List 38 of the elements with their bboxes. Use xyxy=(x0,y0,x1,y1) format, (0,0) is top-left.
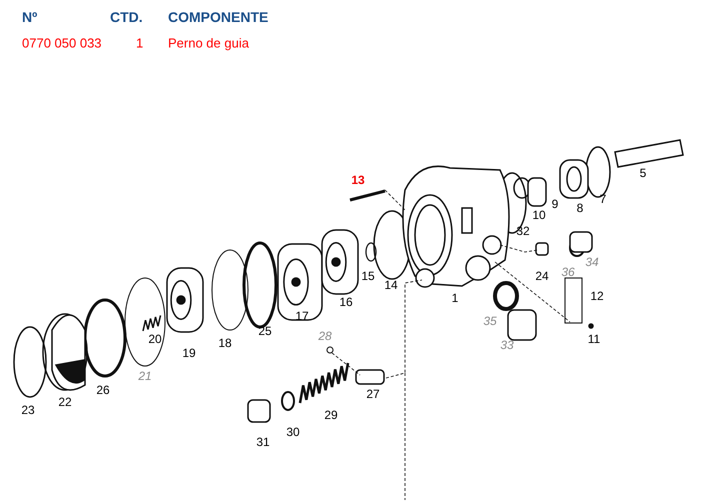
callout-number: 13 xyxy=(351,174,365,186)
callout-number: 18 xyxy=(218,337,232,349)
column-header: Nº xyxy=(22,10,38,24)
callout-number: 23 xyxy=(21,404,35,416)
callout-number: 29 xyxy=(324,409,338,421)
callout-number: 1 xyxy=(452,292,458,304)
callout-number: 15 xyxy=(361,270,375,282)
table-cell: 0770 050 033 xyxy=(22,36,102,50)
callout-number: 32 xyxy=(516,225,530,237)
callout-number: 11 xyxy=(588,333,600,345)
callout-number: 5 xyxy=(640,167,646,179)
callout-number: 30 xyxy=(286,426,300,438)
callout-number: 26 xyxy=(96,384,110,396)
callout-number: 28 xyxy=(318,330,332,342)
callout-number: 36 xyxy=(561,266,575,278)
callout-number: 21 xyxy=(138,370,152,382)
callout-number: 33 xyxy=(500,339,514,351)
callout-number: 12 xyxy=(590,290,604,302)
callout-number: 35 xyxy=(483,315,497,327)
callout-number: 16 xyxy=(339,296,353,308)
callout-number: 14 xyxy=(384,279,398,291)
callout-number: 31 xyxy=(256,436,270,448)
callout-number: 17 xyxy=(295,310,309,322)
callout-number: 25 xyxy=(258,325,272,337)
callout-number: 27 xyxy=(366,388,380,400)
callout-number: 20 xyxy=(148,333,162,345)
table-cell: 1 xyxy=(136,36,144,50)
callout-number: 8 xyxy=(576,202,584,214)
callout-number: 22 xyxy=(58,396,72,408)
callout-number: 34 xyxy=(585,256,599,268)
callout-number: 7 xyxy=(600,193,606,205)
callout-number: 9 xyxy=(552,198,558,210)
callout-number: 24 xyxy=(535,270,549,282)
callout-number: 10 xyxy=(532,209,546,221)
table-cell: Perno de guia xyxy=(168,36,249,50)
column-header: COMPONENTE xyxy=(168,10,268,24)
column-header: CTD. xyxy=(110,10,143,24)
callout-number: 19 xyxy=(182,347,196,359)
